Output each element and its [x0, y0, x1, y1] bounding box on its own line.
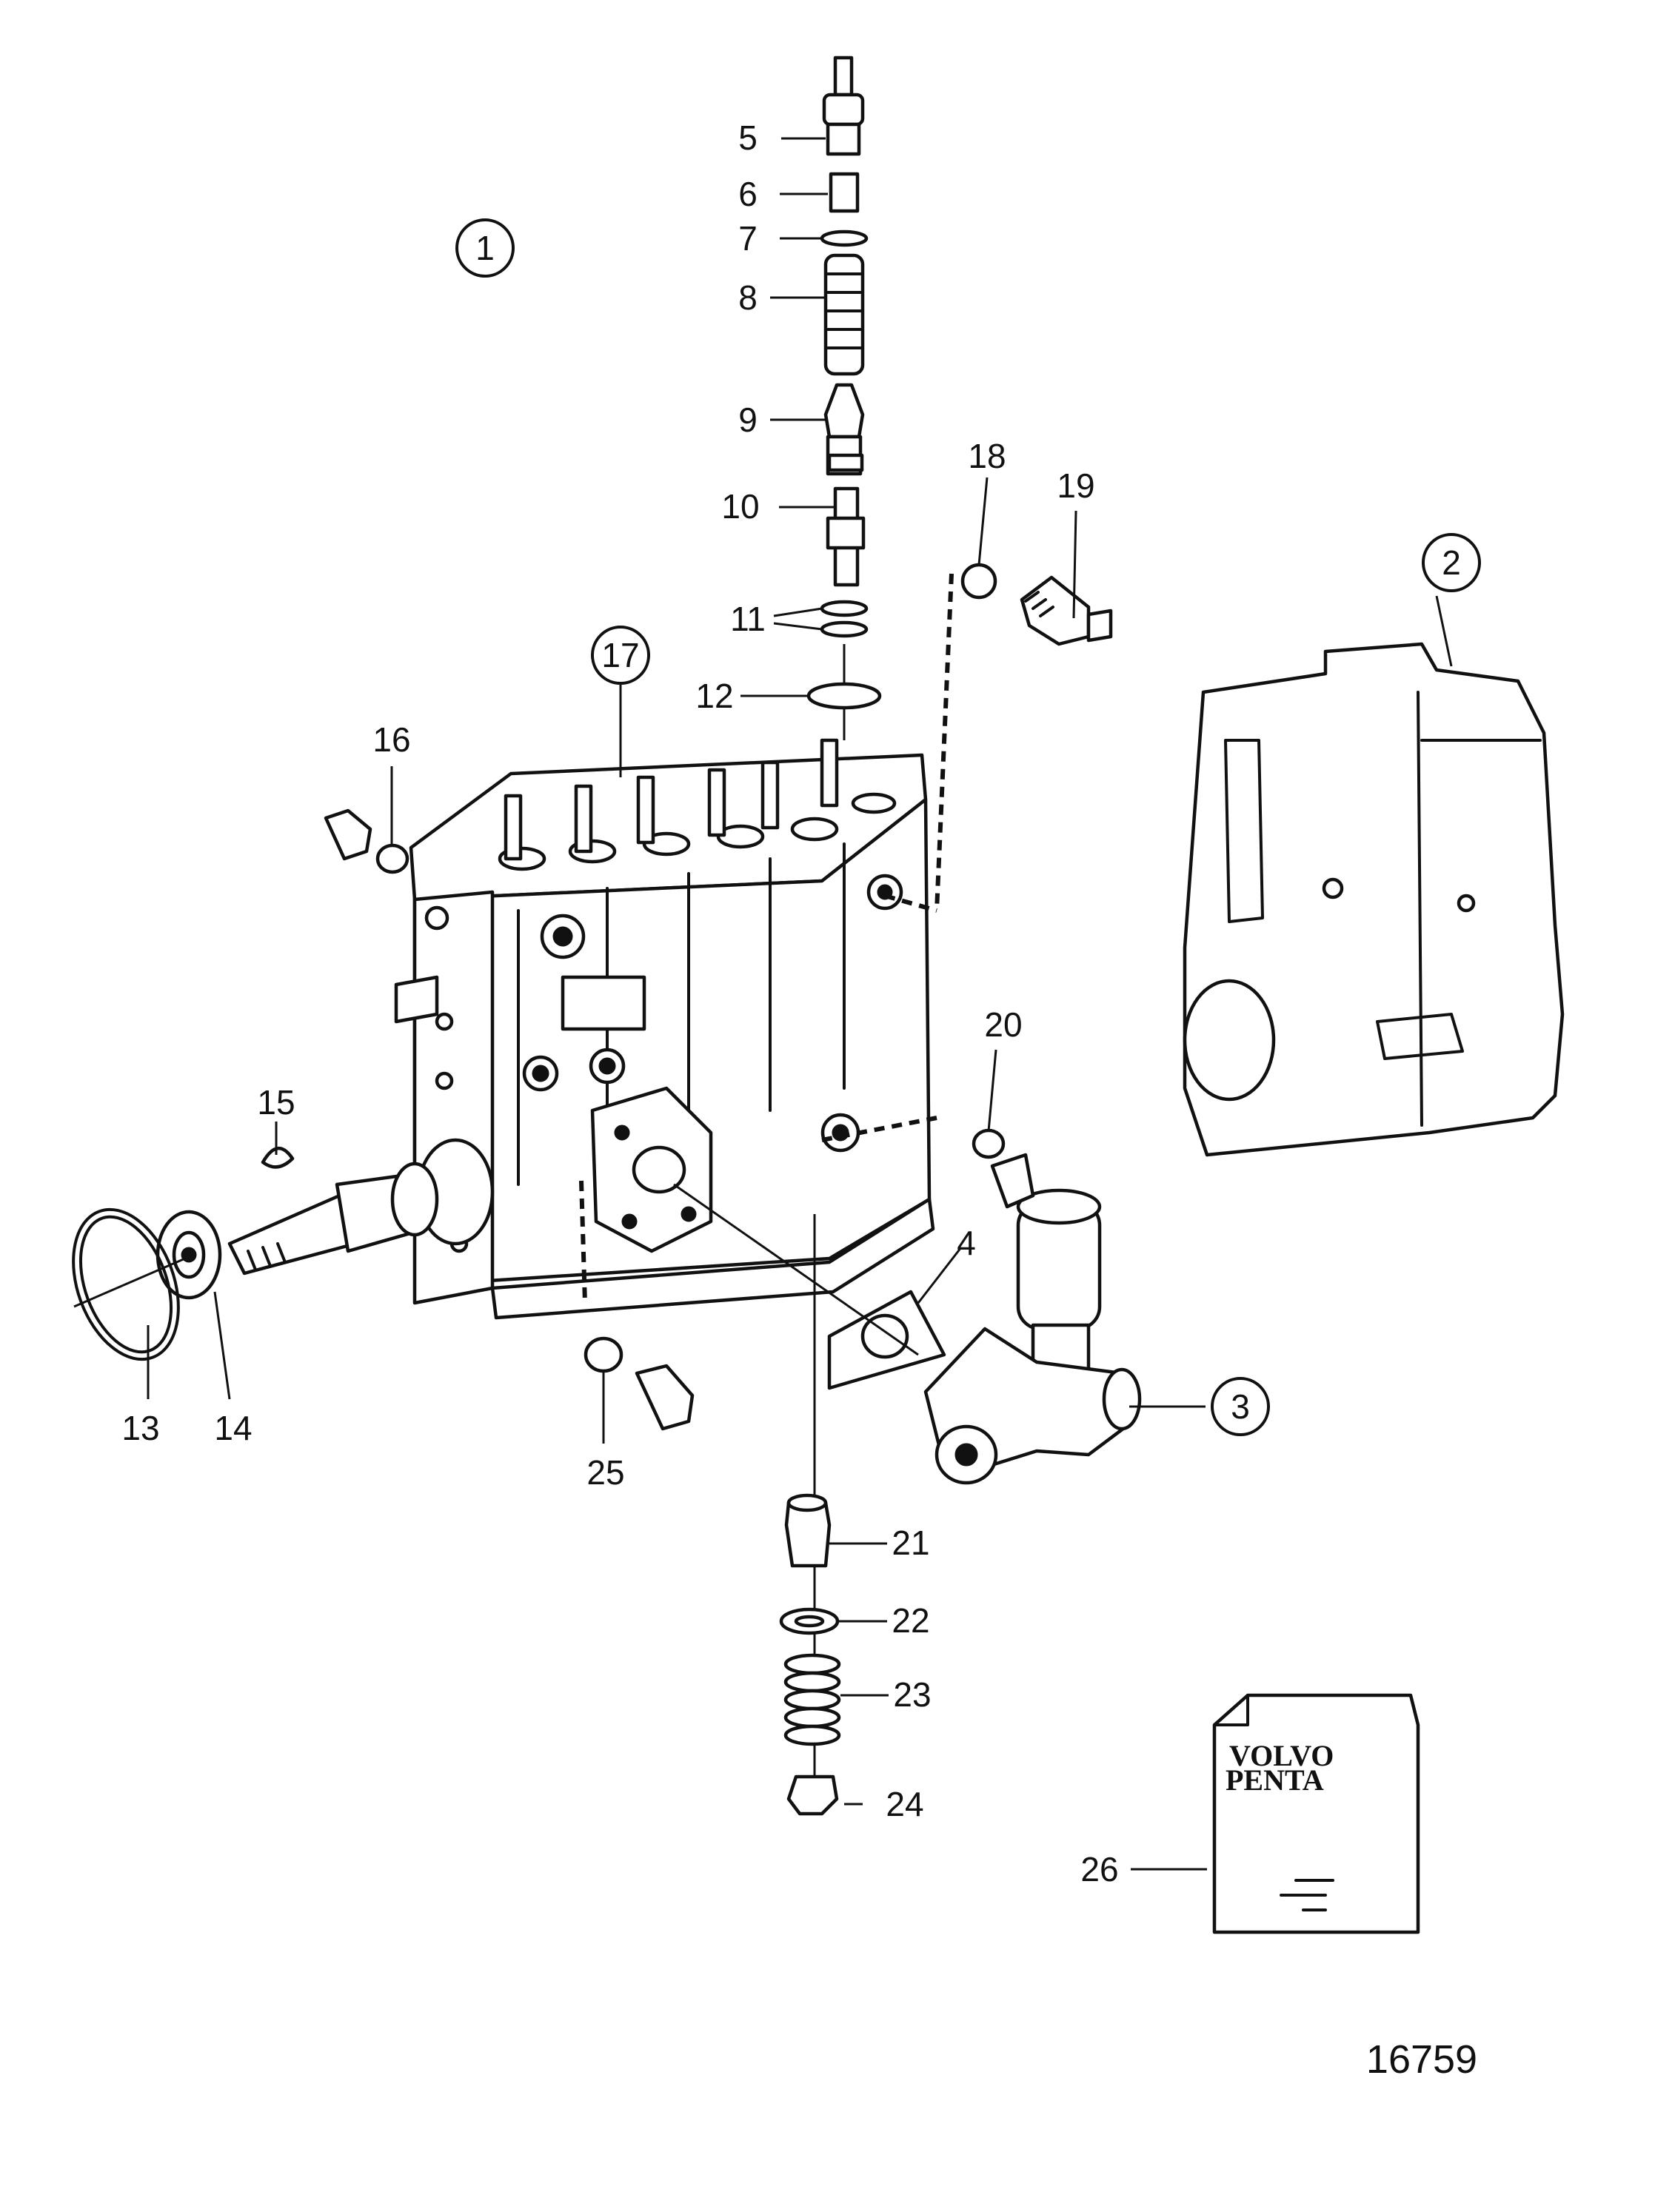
callout-17: 17 — [601, 636, 639, 674]
pump-housing — [394, 738, 935, 1320]
callout-10: 10 — [721, 487, 759, 526]
booklet-brand-line2: PENTA — [1226, 1763, 1324, 1797]
plunger-stack — [779, 1214, 841, 1816]
callout-labels: 1 2 3 4 5 6 7 8 9 10 11 12 13 14 15 16 1… — [121, 118, 1481, 1888]
callout-11: 11 — [730, 600, 766, 638]
delivery-valve-stack — [806, 56, 882, 740]
service-booklet — [1212, 1693, 1420, 1934]
o-ring — [72, 1207, 180, 1361]
callout-16: 16 — [372, 720, 410, 759]
bolt-20 — [972, 1128, 1035, 1209]
callout-23: 23 — [893, 1675, 931, 1714]
callout-3: 3 — [1231, 1387, 1250, 1426]
callout-25: 25 — [586, 1453, 624, 1492]
callout-20: 20 — [984, 1005, 1022, 1044]
callout-21: 21 — [892, 1524, 929, 1562]
callout-7: 7 — [738, 219, 758, 258]
leader-lines — [147, 137, 1453, 1871]
booklet-brand-line1: VOLVO — [1229, 1739, 1334, 1772]
woodruff-key — [261, 1146, 295, 1169]
callout-18: 18 — [968, 437, 1006, 475]
callout-circle-2 — [1422, 533, 1481, 592]
callout-26: 26 — [1080, 1850, 1118, 1888]
callout-circle-17 — [591, 626, 650, 685]
callout-circle-1 — [455, 218, 515, 278]
plug-screw — [960, 563, 1113, 646]
feed-pump — [923, 1188, 1142, 1485]
callout-8: 8 — [738, 278, 758, 317]
callout-24: 24 — [886, 1785, 923, 1823]
callout-14: 14 — [214, 1409, 252, 1447]
callout-5: 5 — [738, 118, 758, 157]
callout-1: 1 — [475, 229, 495, 267]
callout-circle-3 — [1211, 1377, 1270, 1436]
gasket — [827, 1290, 946, 1390]
callout-4: 4 — [957, 1224, 976, 1262]
figure-number: 16759 — [1366, 2037, 1477, 2082]
callout-2: 2 — [1442, 543, 1461, 582]
callout-12: 12 — [695, 677, 733, 715]
callout-19: 19 — [1057, 466, 1094, 505]
callout-9: 9 — [738, 400, 758, 439]
bolt-16 — [324, 808, 409, 874]
callout-13: 13 — [121, 1409, 159, 1447]
callout-15: 15 — [257, 1083, 295, 1122]
bolt-25 — [584, 1336, 695, 1431]
callout-22: 22 — [892, 1601, 929, 1640]
governor-housing — [1183, 642, 1565, 1157]
callout-6: 6 — [738, 175, 758, 213]
camshaft — [227, 1162, 439, 1276]
